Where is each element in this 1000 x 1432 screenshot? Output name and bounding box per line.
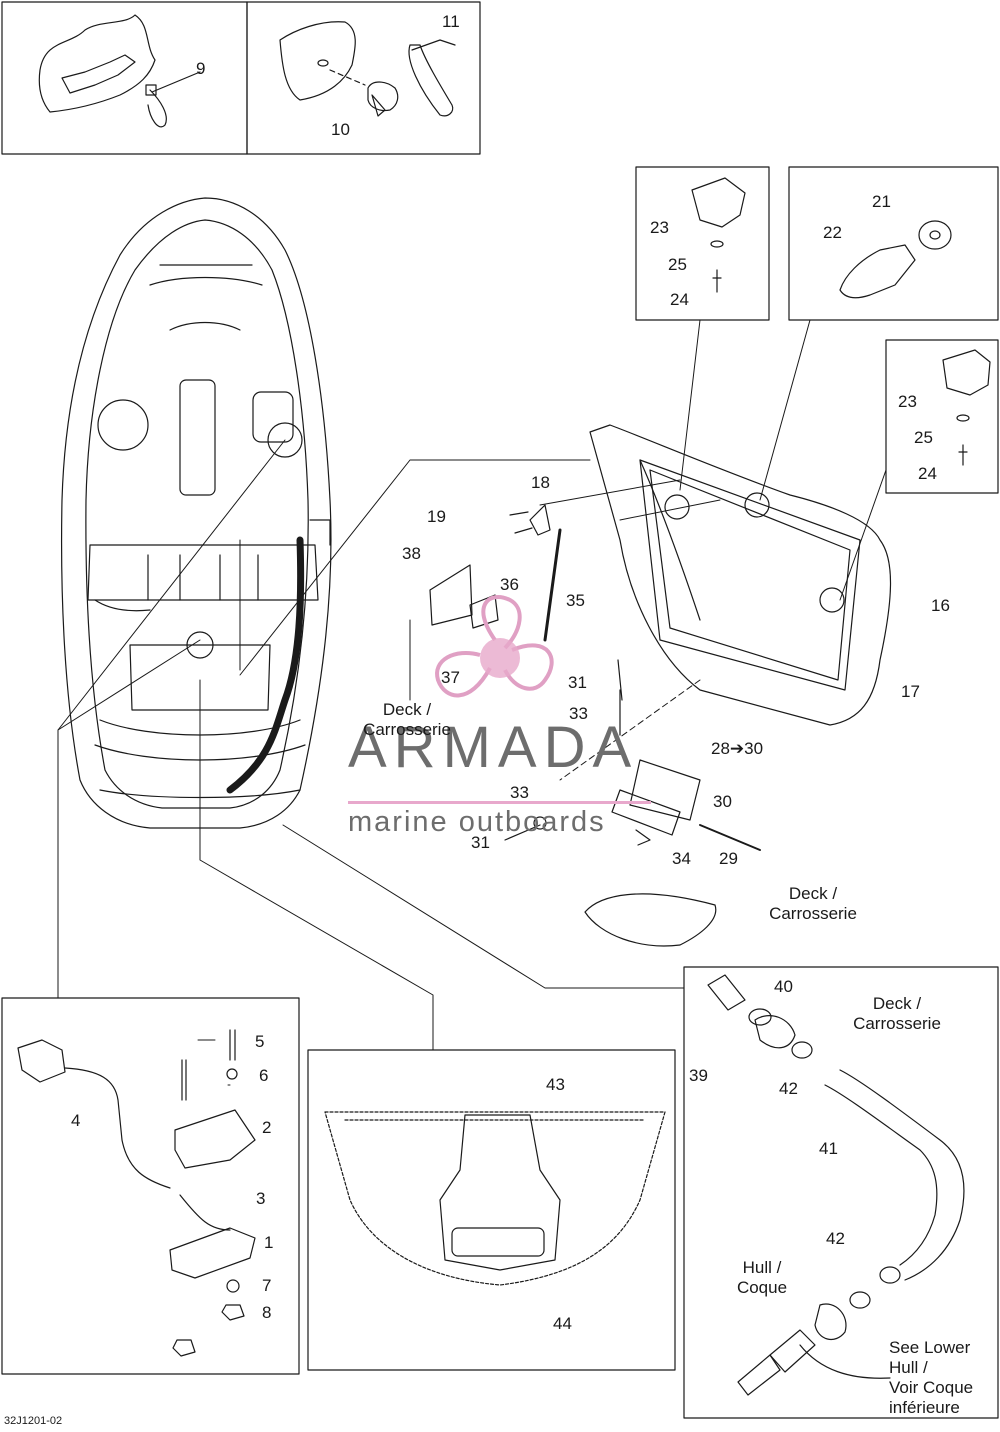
callout-37: 37 — [441, 668, 460, 687]
watermark-brand: ARMADA — [348, 715, 639, 780]
callout-42-bottom: 42 — [826, 1229, 845, 1248]
callout-29: 29 — [719, 849, 738, 868]
callout-5: 5 — [255, 1032, 265, 1051]
callout-44: 44 — [553, 1314, 572, 1333]
label-deck-line2: Carrosserie — [363, 720, 451, 739]
callout-3: 3 — [256, 1189, 266, 1208]
watercraft-deck-outline — [60, 197, 332, 829]
label-deck-carrosserie-right: Deck / Carrosserie — [844, 994, 950, 1034]
callout-28-30: 28➔30 — [711, 739, 764, 758]
drain-hose-drawing — [707, 974, 965, 1396]
callout-31-top: 31 — [568, 673, 587, 692]
label-deck-line2: Carrosserie — [769, 904, 857, 923]
throttle-parts-drawing — [17, 1029, 256, 1357]
callout-10: 10 — [331, 120, 350, 139]
inset-frame-parts-23-25-top — [635, 166, 770, 321]
inset-frame-drain-hose — [683, 966, 999, 1419]
callout-19: 19 — [427, 507, 446, 526]
callout-24-side: 24 — [918, 464, 937, 483]
callout-34: 34 — [672, 849, 691, 868]
callout-40: 40 — [774, 977, 793, 996]
parts-23-24-25-drawing — [691, 177, 746, 293]
hinge-hardware-drawing — [429, 504, 761, 947]
label-deck-carrosserie-middle: Deck / Carrosserie — [760, 884, 866, 924]
label-hull-coque: Hull / Coque — [730, 1258, 794, 1298]
callout-4: 4 — [71, 1111, 81, 1130]
callout-18: 18 — [531, 473, 550, 492]
inset-frame-throttle-parts — [1, 997, 300, 1375]
watermark-divider — [348, 801, 651, 804]
label-deck-line1: Deck / — [788, 884, 838, 903]
callout-43: 43 — [546, 1075, 565, 1094]
parts-21-22-drawing — [839, 220, 952, 299]
callout-23-side: 23 — [898, 392, 917, 411]
leader-lines — [57, 319, 887, 1086]
inset-frame-deck-decal — [307, 1049, 676, 1371]
label-hull-line1: Hull / — [742, 1258, 782, 1277]
callout-2: 2 — [262, 1118, 272, 1137]
callout-22: 22 — [823, 223, 842, 242]
callout-16: 16 — [931, 596, 950, 615]
label-deck-carrosserie-left: Deck / Carrosserie — [354, 700, 460, 740]
callout-11: 11 — [442, 12, 460, 31]
callout-30: 30 — [713, 792, 732, 811]
callout-38: 38 — [402, 544, 421, 563]
callout-33-top: 33 — [569, 704, 588, 723]
callout-7: 7 — [262, 1276, 272, 1295]
deck-seal-strip — [226, 536, 305, 794]
callout-33-bottom: 33 — [510, 783, 529, 802]
callout-42-top: 42 — [779, 1079, 798, 1098]
callout-35: 35 — [566, 591, 585, 610]
storage-bin-frame-drawing — [589, 424, 892, 726]
callout-9: 9 — [196, 59, 206, 78]
label-see-line4: inférieure — [889, 1398, 960, 1417]
deck-decal-drawing — [324, 1111, 666, 1286]
inset-frame-parts-21-22 — [788, 166, 999, 321]
label-deck-line1: Deck / — [872, 994, 922, 1013]
label-see-line1: See Lower — [889, 1338, 971, 1357]
push-clip-and-tie-drawing — [279, 21, 456, 117]
callout-6: 6 — [259, 1066, 269, 1085]
label-see-lower-hull: See Lower Hull / Voir Coque inférieure — [889, 1338, 997, 1418]
parts-23-24-25-side-drawing — [942, 349, 991, 466]
deck-decal-center-drawing — [439, 1114, 561, 1271]
label-deck-line2: Carrosserie — [853, 1014, 941, 1033]
watermark-tagline: marine outboards — [348, 806, 606, 838]
label-see-line2: Hull / — [889, 1358, 928, 1377]
inset-frame-fastener-10-11 — [246, 1, 481, 155]
label-see-line3: Voir Coque — [889, 1378, 974, 1397]
callout-1: 1 — [264, 1233, 274, 1252]
callout-23-top: 23 — [650, 218, 669, 237]
callout-8: 8 — [262, 1303, 272, 1322]
callout-41: 41 — [819, 1139, 838, 1158]
callout-21: 21 — [872, 192, 891, 211]
drawing-code: 32J1201-02 — [4, 1415, 63, 1427]
callout-25-top: 25 — [668, 255, 687, 274]
callout-31-bottom: 31 — [471, 833, 490, 852]
callout-39: 39 — [689, 1066, 708, 1085]
callout-36: 36 — [500, 575, 519, 594]
callout-17: 17 — [901, 682, 920, 701]
bracket-with-tie-drawing — [38, 14, 201, 128]
watermark-propeller-icon — [435, 594, 554, 698]
label-deck-line1: Deck / — [382, 700, 432, 719]
inset-frame-parts-23-25-side — [885, 339, 999, 494]
callout-25-side: 25 — [914, 428, 933, 447]
callout-24-top: 24 — [670, 290, 689, 309]
label-hull-line2: Coque — [736, 1278, 788, 1297]
